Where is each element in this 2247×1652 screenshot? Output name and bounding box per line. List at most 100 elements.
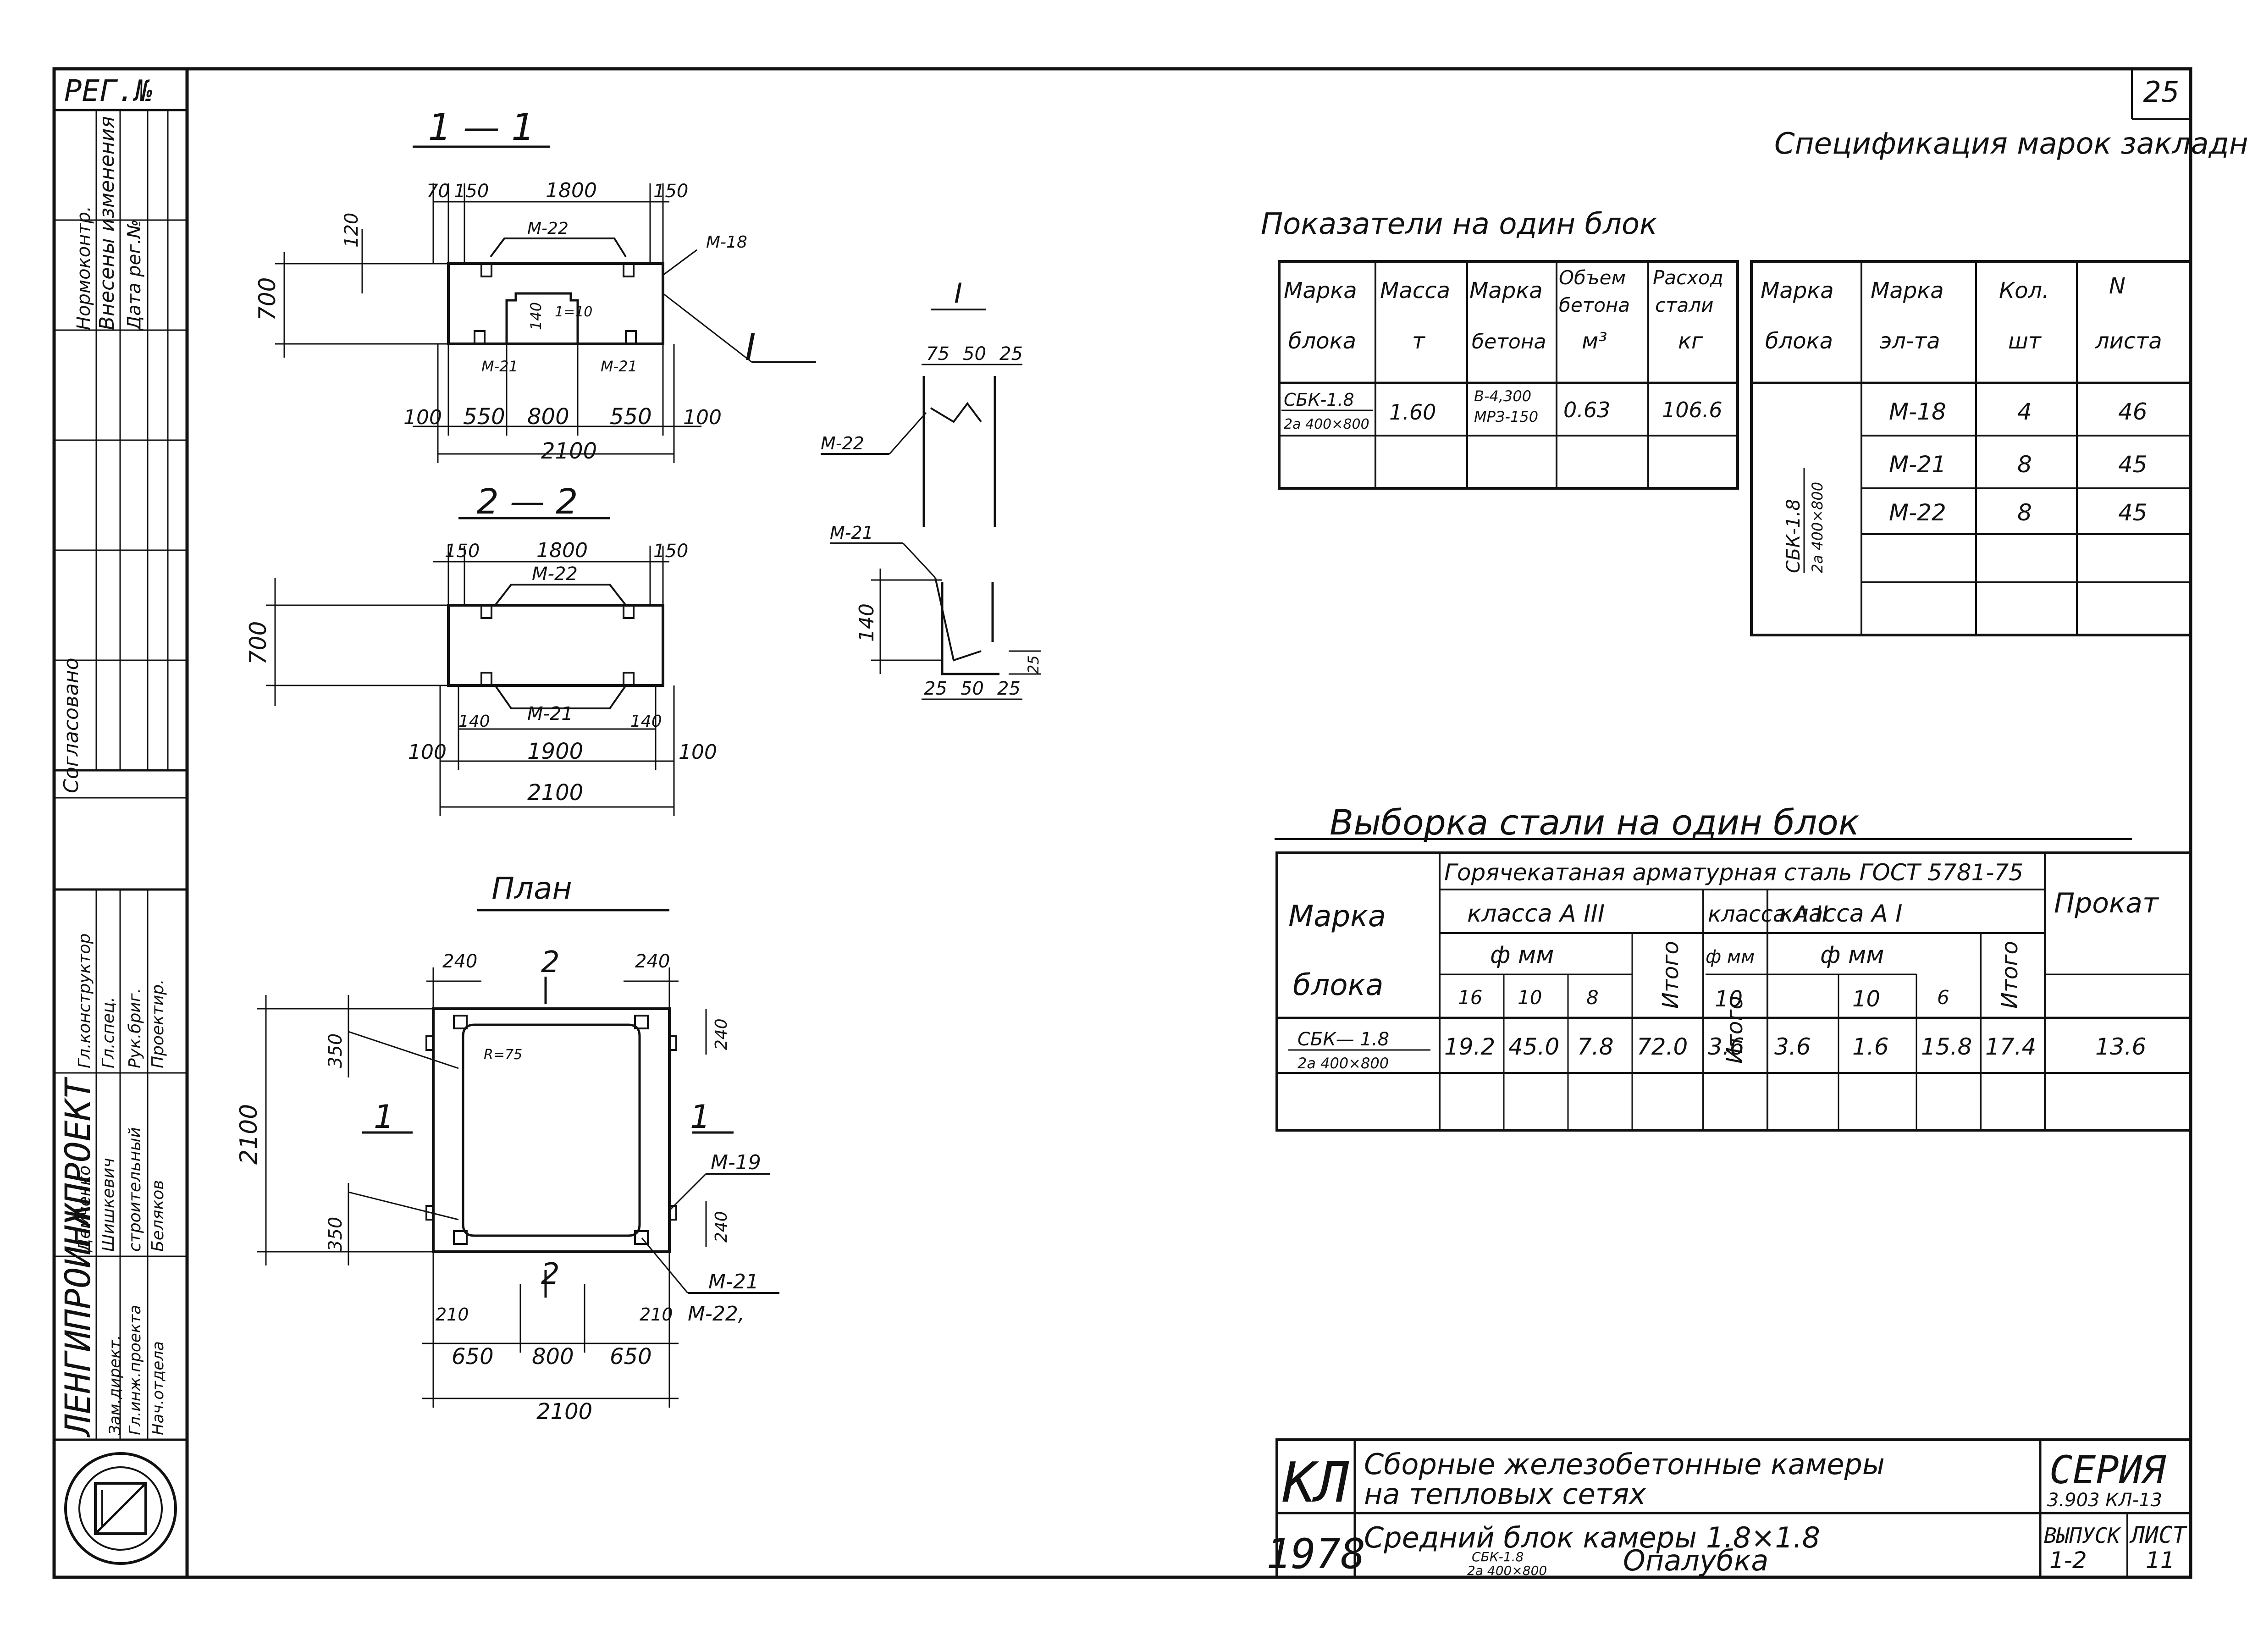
s11-dim-bottom-0: 100 xyxy=(403,406,442,429)
sheet-value: 11 xyxy=(2146,1547,2175,1574)
spec-block: СБК-1.8 xyxy=(1783,499,1804,573)
ind-r0-block-sub: 2а 400×800 xyxy=(1284,416,1369,432)
spec-r1-qty: 8 xyxy=(2017,451,2032,478)
plan-side-1: 350 xyxy=(325,1217,346,1252)
spec-h-0-0: Марка xyxy=(1761,278,1834,304)
s11-total: 2100 xyxy=(541,438,597,464)
detail-mark-1: М-21 xyxy=(830,523,873,543)
stamp-vertical-1: Нормоконтр. xyxy=(73,206,94,330)
detail-I: I 75 50 25 25 50 25 140 25 М-22 М-21 xyxy=(821,277,1042,700)
plan-mark-0: М-19 xyxy=(711,1151,761,1174)
indicators-table: Показатели на один блок Марка блока Масс… xyxy=(1261,207,1739,490)
s22-dim-bottom-0: 100 xyxy=(408,740,447,764)
plan-side-3: 240 xyxy=(712,1211,731,1243)
agreed-label: Согласовано xyxy=(60,657,83,793)
section-1-1: 1 — 1 70 xyxy=(254,106,816,464)
steel-group-header: Горячекатаная арматурная сталь ГОСТ 5781… xyxy=(1444,859,2023,886)
s11-dim-bottom-1: 550 xyxy=(463,404,505,430)
plan-bottom-small-0: 210 xyxy=(436,1304,469,1325)
svg-text:Согласовано: Согласовано xyxy=(60,657,83,793)
steel-table: Выборка стали на один блок Горячекатаная… xyxy=(1275,802,2192,1132)
plan-cut-3: 2 xyxy=(541,1257,560,1291)
issue-value: 1-2 xyxy=(2049,1547,2087,1574)
steel-col-prokat: Прокат xyxy=(2054,887,2159,919)
spec-r0-mark: М-18 xyxy=(1889,398,1946,425)
svg-text:Беляков: Беляков xyxy=(149,1180,167,1252)
title-line-2: на тепловых сетях xyxy=(1364,1477,1646,1511)
s11-dim-bottom-3: 550 xyxy=(610,404,652,430)
plan-total: 2100 xyxy=(536,1399,592,1425)
steel-row-block: СБК— 1.8 xyxy=(1297,1029,1389,1050)
s22-dim-top-1: 1800 xyxy=(536,539,588,562)
org-names-3: строительный xyxy=(126,1127,144,1252)
spec-h-1-1: эл-та xyxy=(1880,328,1940,354)
series-value: 3.903 КЛ-13 xyxy=(2047,1490,2162,1511)
title-year: 1978 xyxy=(1266,1530,1366,1578)
spec-h-0-1: блока xyxy=(1765,328,1833,354)
ind-r0-block: СБК-1.8 xyxy=(1284,390,1354,410)
s22-mark-0: М-22 xyxy=(532,564,578,585)
detail-dim-bottom-1: 50 xyxy=(961,678,984,699)
ind-h-0-0: Марка xyxy=(1284,278,1357,304)
spec-title-1: Спецификация марок закладных элементов н… xyxy=(1774,127,2247,161)
s22-total: 2100 xyxy=(527,780,583,806)
s11-mark-1: М-18 xyxy=(706,233,747,252)
steel-class-3: класса А I xyxy=(1779,900,1903,928)
plan-bottom-small-1: 210 xyxy=(640,1304,673,1325)
s22-dim-bottom-1: 140 xyxy=(458,712,490,731)
s22-dim-bottom-2: 1900 xyxy=(527,739,583,764)
steel-diam-mm: ф мм xyxy=(1490,941,1554,969)
spec-r0-qty: 4 xyxy=(2017,398,2032,425)
section-1-1-title: 1 — 1 xyxy=(428,106,535,149)
ind-h-1-1: т xyxy=(1412,328,1426,354)
steel-v-0: 19.2 xyxy=(1444,1033,1495,1060)
section-2-2: 2 — 2 150 1800 150 100 140 1900 140 100 … xyxy=(245,481,717,816)
title-sub-2: Опалубка xyxy=(1623,1544,1768,1577)
plan-cut-1: 1 xyxy=(690,1098,711,1136)
svg-text:Нормоконтр.: Нормоконтр. xyxy=(73,206,94,330)
title-block: КЛ 1978 Сборные железобетонные камеры на… xyxy=(1266,1438,2192,1579)
spec-r1-mark: М-21 xyxy=(1889,451,1946,478)
ind-h-2-1: бетона xyxy=(1472,330,1546,354)
issue-label: ВЫПУСК xyxy=(2044,1523,2121,1548)
detail-title: I xyxy=(954,277,962,309)
sheet-label: ЛИСТ xyxy=(2129,1522,2187,1548)
steel-v-7: 15.8 xyxy=(1921,1033,1972,1060)
reg-no-label: РЕГ.№ xyxy=(64,74,153,108)
section-2-2-title: 2 — 2 xyxy=(476,481,578,522)
plan-mark-1: М-21 xyxy=(708,1270,759,1293)
steel-v-3: 72.0 xyxy=(1637,1033,1688,1060)
s11-mark-3: М-21 xyxy=(601,358,637,375)
sheet-number: 25 xyxy=(2143,75,2180,109)
spec-block-sub: 2а 400×800 xyxy=(1809,482,1826,573)
s22-dim-bottom-4: 100 xyxy=(679,740,717,764)
steel-d-3: 10 xyxy=(1715,986,1743,1012)
ind-h-4-2: кг xyxy=(1678,328,1703,354)
spec-r2-qty: 8 xyxy=(2017,499,2032,526)
ind-h-2-0: Марка xyxy=(1469,278,1543,304)
steel-v-8: 17.4 xyxy=(1985,1033,2036,1060)
s22-dim-bottom-3: 140 xyxy=(630,712,662,731)
s11-dim-top-3: 150 xyxy=(653,181,688,202)
ind-h-0-1: блока xyxy=(1288,328,1356,354)
s11-inner-1: 1=10 xyxy=(555,304,592,320)
detail-dim-bottom-0: 25 xyxy=(924,678,947,699)
detail-dim-top-1: 50 xyxy=(963,343,986,365)
svg-text:Внесены изменения: Внесены изменения xyxy=(95,116,119,330)
svg-text:Нач.отдела: Нач.отдела xyxy=(149,1341,167,1435)
steel-v-4: 3.6 xyxy=(1708,1033,1745,1060)
detail-dim-top-2: 25 xyxy=(999,343,1023,365)
steel-total-1: Итого xyxy=(1658,941,1684,1009)
org-names-1: Демченко xyxy=(75,1166,94,1253)
spec-table: Спецификация марок закладных элементов н… xyxy=(1750,127,2247,636)
ind-r0-mass: 1.60 xyxy=(1389,400,1436,425)
spec-r2-sheet: 45 xyxy=(2118,499,2148,526)
steel-v-2: 7.8 xyxy=(1577,1033,1614,1060)
ind-h-3-0: Объем xyxy=(1559,266,1626,289)
s11-callout: I xyxy=(745,326,756,369)
title-sub-1: Средний блок камеры 1.8×1.8 xyxy=(1364,1521,1820,1554)
svg-text:Дата рег.№: Дата рег.№ xyxy=(124,219,145,331)
organization-logo-icon xyxy=(64,1452,177,1565)
svg-text:Демченко: Демченко xyxy=(75,1166,94,1253)
title-sub-small-2: 2а 400×800 xyxy=(1467,1563,1547,1578)
